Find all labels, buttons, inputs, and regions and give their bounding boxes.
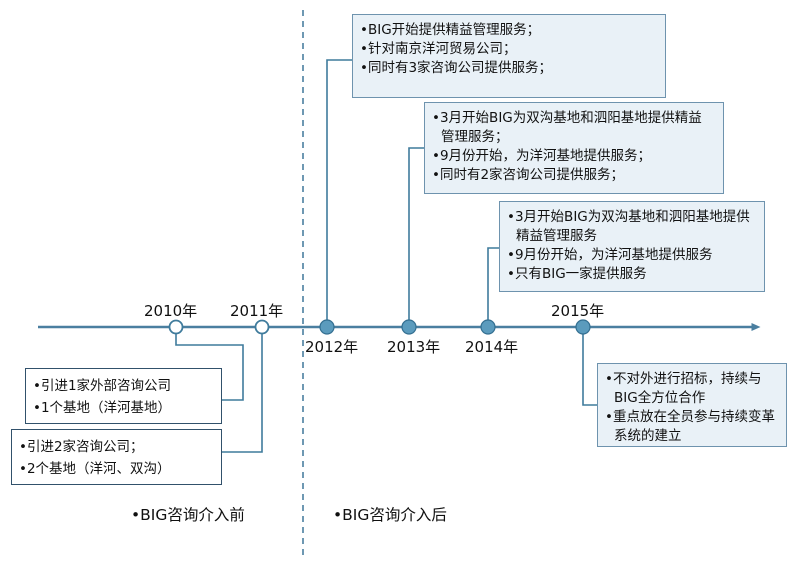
callout-2015-line-1: •不对外进行招标，持续与BIG全方位合作 — [605, 371, 762, 406]
year-label-2013: 2013年 — [387, 338, 441, 356]
marker-2013-dot[interactable] — [401, 319, 417, 335]
callout-2013[interactable]: •3月开始BIG为双沟基地和泗阳基地提供精益管理服务； •9月份开始，为洋河基地… — [424, 102, 724, 194]
callout-2013-line-1: •3月开始BIG为双沟基地和泗阳基地提供精益管理服务； — [432, 110, 702, 145]
marker-2011-dot[interactable] — [254, 319, 270, 335]
plain-box-2010-line-1: •引进1家外部咨询公司 — [33, 378, 172, 394]
plain-box-2010-line-2: •1个基地（洋河基地） — [33, 400, 172, 416]
plain-box-2011-line-2: •2个基地（洋河、双沟） — [19, 461, 171, 477]
year-label-2010: 2010年 — [144, 302, 198, 320]
phase-label-after: •BIG咨询介入后 — [333, 506, 447, 524]
callout-2014-line-3: •只有BIG一家提供服务 — [507, 266, 647, 282]
marker-2014-dot[interactable] — [480, 319, 496, 335]
connector-2015 — [582, 327, 597, 406]
year-label-2011: 2011年 — [230, 302, 284, 320]
callout-2014-line-1: •3月开始BIG为双沟基地和泗阳基地提供精益管理服务 — [507, 209, 750, 244]
year-label-2015: 2015年 — [551, 302, 605, 320]
callout-2012-line-3: •同时有3家咨询公司提供服务； — [360, 60, 553, 76]
callout-2013-line-2: •9月份开始，为洋河基地提供服务； — [432, 148, 652, 164]
year-label-2014: 2014年 — [465, 338, 519, 356]
callout-2014[interactable]: •3月开始BIG为双沟基地和泗阳基地提供精益管理服务 •9月份开始，为洋河基地提… — [499, 201, 765, 292]
connector-2012 — [326, 59, 352, 327]
callout-2012[interactable]: •BIG开始提供精益管理服务； •针对南京洋河贸易公司； •同时有3家咨询公司提… — [352, 14, 666, 98]
phase-label-before: •BIG咨询介入前 — [131, 506, 245, 524]
callout-2013-line-3: •同时有2家咨询公司提供服务； — [432, 167, 625, 183]
connector-2011 — [222, 327, 263, 453]
connector-2013 — [408, 147, 424, 327]
year-label-2012: 2012年 — [305, 338, 359, 356]
plain-box-2011-line-1: •引进2家咨询公司； — [19, 439, 144, 455]
callout-2015[interactable]: •不对外进行招标，持续与BIG全方位合作 •重点放在全员参与持续变革系统的建立 — [597, 363, 787, 447]
marker-2012-dot[interactable] — [319, 319, 335, 335]
marker-2015-dot[interactable] — [575, 319, 591, 335]
plain-box-2011[interactable]: •引进2家咨询公司； •2个基地（洋河、双沟） — [11, 429, 222, 485]
connector-2014 — [487, 247, 499, 327]
plain-box-2010[interactable]: •引进1家外部咨询公司 •1个基地（洋河基地） — [25, 368, 222, 424]
callout-2012-line-2: •针对南京洋河贸易公司； — [360, 41, 517, 57]
callout-2014-line-2: •9月份开始，为洋河基地提供服务 — [507, 247, 713, 263]
callout-2015-line-2: •重点放在全员参与持续变革系统的建立 — [605, 409, 775, 444]
callout-2012-line-1: •BIG开始提供精益管理服务； — [360, 22, 541, 38]
marker-2010-dot[interactable] — [168, 319, 184, 335]
